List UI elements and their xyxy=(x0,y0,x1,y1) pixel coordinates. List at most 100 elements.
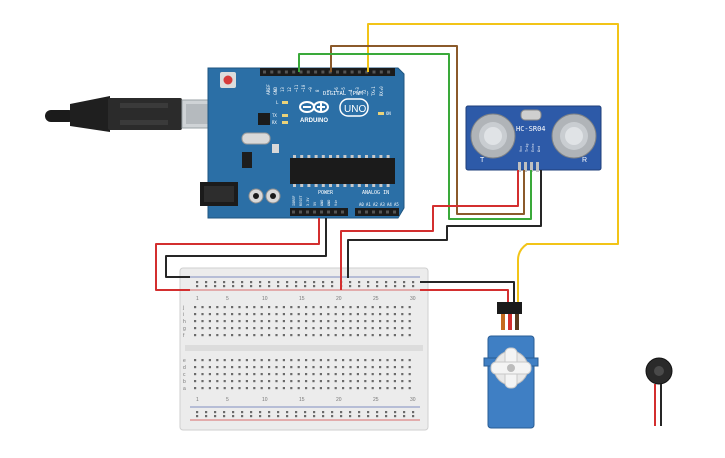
pin-label-gnd1: GND xyxy=(320,200,324,206)
wire-red-5v[interactable] xyxy=(155,218,320,291)
vibration-motor[interactable] xyxy=(645,357,673,426)
bb-bottom-num-20: 20 xyxy=(336,397,342,403)
wire-yellow[interactable] xyxy=(367,23,619,302)
sensor-r-label: R xyxy=(582,157,587,164)
pin-label-vin: Vin xyxy=(334,200,338,206)
sensor-pin-vcc: Vcc xyxy=(519,146,523,152)
tx-led xyxy=(282,114,288,117)
bb-row-e: e xyxy=(183,358,186,364)
pin-label-2: 2 xyxy=(362,89,367,92)
power-pin-labels: IOREF RESET 3.3V 5V GND GND Vin xyxy=(292,195,338,206)
wire-brown[interactable] xyxy=(330,45,525,215)
pin-label-9: ~9 xyxy=(308,87,313,92)
pin-label-4: 4 xyxy=(348,89,353,92)
wire-black-gnd[interactable] xyxy=(165,218,327,278)
wire-black-sensor[interactable] xyxy=(347,170,542,278)
bb-bottom-num-10: 10 xyxy=(262,397,268,403)
pin-label-a2: A2 xyxy=(373,202,378,207)
wire-red-sensor[interactable] xyxy=(340,170,519,290)
pin-label-reset: RESET xyxy=(299,195,303,206)
arduino-model-text: UNO xyxy=(344,104,366,115)
pin-label-11: ~11 xyxy=(294,84,299,92)
atmega-chip xyxy=(290,158,395,184)
pin-label-10: ~10 xyxy=(301,84,306,92)
on-led xyxy=(378,112,384,115)
bb-row-d: d xyxy=(183,365,186,371)
wire-red-servo[interactable] xyxy=(420,289,509,302)
pin-label-1: TX▸1 xyxy=(371,86,376,96)
bb-top-num-15: 15 xyxy=(299,296,305,302)
pin-label-0: RX◂0 xyxy=(379,86,384,96)
bb-row-h: h xyxy=(183,319,186,325)
analog-header-label: ANALOG IN xyxy=(362,190,389,196)
digital-header[interactable] xyxy=(260,68,395,76)
pin-label-a5: A5 xyxy=(394,202,399,207)
pin-label-3: ~3 xyxy=(355,87,360,92)
arduino-uno-board[interactable]: DIGITAL (PWM~) AREF GND 13 12 ~11 ~10 ~9… xyxy=(200,67,405,219)
sensor-pin-trig: Trig xyxy=(525,144,529,152)
usb-chip xyxy=(258,113,270,125)
bb-row-a: a xyxy=(183,386,186,392)
pin-label-8: 8 xyxy=(315,89,320,92)
power-header[interactable] xyxy=(290,208,348,216)
sensor-pin-gnd: Gnd xyxy=(537,146,541,152)
aref-label: AREF xyxy=(266,84,272,95)
l-led xyxy=(282,101,288,104)
arduino-logo xyxy=(299,101,329,113)
pin-label-3v3: 3.3V xyxy=(306,197,310,206)
bb-row-g: g xyxy=(183,326,186,332)
bb-bottom-num-15: 15 xyxy=(299,397,305,403)
sensor-t-label: T xyxy=(480,157,485,164)
pin-label-a3: A3 xyxy=(380,202,385,207)
pin-label-gnd2: GND xyxy=(327,200,331,206)
bb-bottom-num-1: 1 xyxy=(196,397,199,403)
l-led-label: L xyxy=(276,100,279,105)
pin-label-13: 13 xyxy=(280,87,285,92)
wire-green[interactable] xyxy=(298,53,532,220)
pin-label-a0: A0 xyxy=(359,202,364,207)
arduino-brand-text: ARDUINO xyxy=(300,118,328,124)
pin-label-ioref: IOREF xyxy=(292,195,296,206)
tx-label: TX xyxy=(272,113,277,118)
analog-header[interactable] xyxy=(355,208,399,216)
pin-label-12: 12 xyxy=(287,87,292,92)
pin-label-5v: 5V xyxy=(313,201,317,206)
servo-motor[interactable] xyxy=(483,302,539,429)
on-label: ON xyxy=(386,111,391,116)
bb-top-num-10: 10 xyxy=(262,296,268,302)
power-header-label: POWER xyxy=(318,190,334,196)
bb-top-num-25: 25 xyxy=(373,296,379,302)
digital-header-label: DIGITAL (PWM~) xyxy=(323,91,369,97)
pin-label-7: 7 xyxy=(327,89,332,92)
bb-row-j: j xyxy=(182,305,184,311)
bb-row-c: c xyxy=(183,372,186,378)
servo-connector[interactable] xyxy=(497,302,522,314)
rx-led xyxy=(282,121,288,124)
pin-label-6: ~6 xyxy=(334,87,339,92)
bb-top-num-20: 20 xyxy=(336,296,342,302)
breadboard-holes xyxy=(194,281,415,418)
atmega-pins xyxy=(293,155,390,187)
bb-top-num-30: 30 xyxy=(410,296,416,302)
usb-cable[interactable] xyxy=(45,96,223,132)
digital-pin-labels: 13 12 ~11 ~10 ~9 8 7 ~6 ~5 4 ~3 2 TX▸1 R… xyxy=(280,84,384,96)
bb-bottom-num-25: 25 xyxy=(373,397,379,403)
bb-row-f: f xyxy=(183,333,185,339)
sensor-model-text: HC-SR04 xyxy=(516,125,546,133)
wire-black-servo[interactable] xyxy=(420,281,515,302)
pin-label-5: ~5 xyxy=(341,87,346,92)
bottom-pin-holes xyxy=(292,210,396,214)
gnd-top-label: GND xyxy=(273,87,279,95)
bb-row-b: b xyxy=(183,379,186,385)
sensor-pin-echo: Echo xyxy=(531,144,535,152)
pin-label-a4: A4 xyxy=(387,202,392,207)
bb-bottom-num-5: 5 xyxy=(226,397,229,403)
breadboard[interactable]: 1 5 10 15 20 25 30 1 5 10 15 20 25 30 j … xyxy=(179,267,429,431)
bb-top-num-1: 1 xyxy=(196,296,199,302)
analog-pin-labels: A0 A1 A2 A3 A4 A5 xyxy=(359,202,399,207)
pin-label-a1: A1 xyxy=(366,202,371,207)
bb-bottom-num-30: 30 xyxy=(410,397,416,403)
wires[interactable] xyxy=(155,23,619,302)
hc-sr04-sensor[interactable]: HC-SR04 T R Vcc Trig Echo Gnd xyxy=(465,105,602,172)
